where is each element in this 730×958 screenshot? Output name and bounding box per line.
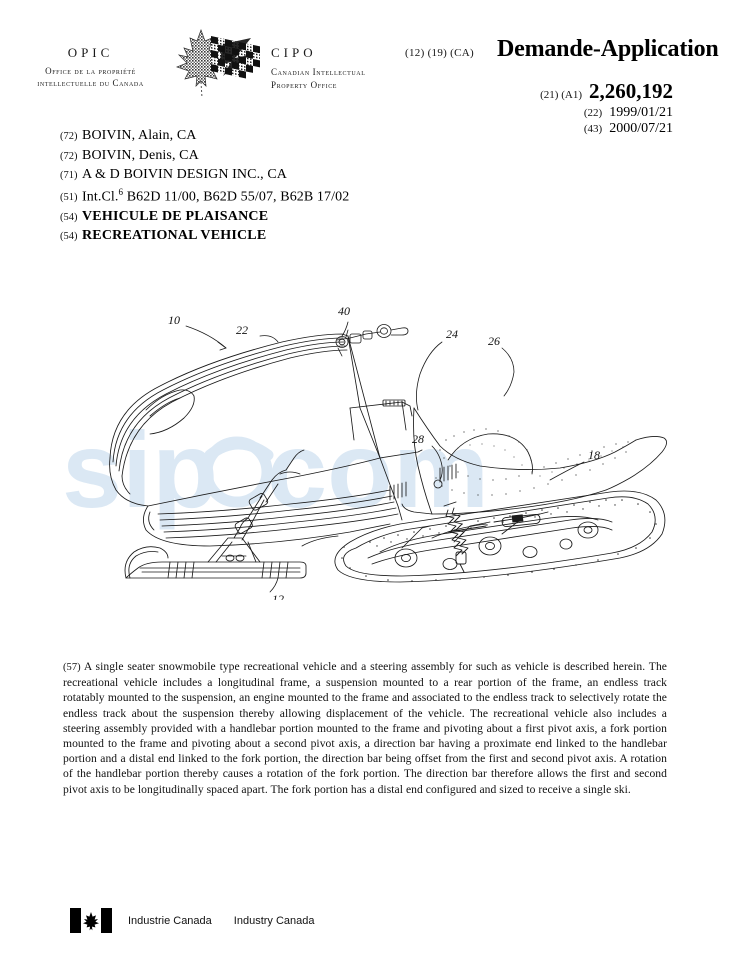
maple-leaf-checkered-flag-logo	[165, 24, 275, 104]
abstract-text: A single seater snowmobile type recreati…	[63, 660, 667, 796]
filing-date-code: (22)	[583, 106, 603, 119]
ipc-classification: Int.Cl.6 B62D 11/00, B62D 55/07, B62B 17…	[82, 187, 349, 206]
application-number-row: (21) (A1) 2,260,192	[540, 79, 673, 104]
filing-date-row: (22) 1999/01/21	[540, 105, 673, 121]
ref-numeral-26: 26	[488, 334, 500, 348]
filing-date-value: 1999/01/21	[609, 104, 673, 120]
title-french-row: (54) VEHICULE DE PLAISANCE	[60, 209, 660, 225]
ipc-prefix: Int.Cl.	[82, 189, 119, 205]
opic-name-line1: Office de la propriété	[45, 65, 136, 76]
application-number-value: 2,260,192	[589, 79, 673, 103]
inventor-row-2: (72) BOIVIN, Denis, CA	[60, 148, 660, 164]
publication-date-row: (43) 2000/07/21	[540, 121, 673, 137]
title-english-code: (54)	[60, 231, 78, 243]
ref-numeral-12: 12	[272, 592, 284, 600]
document-type-title: Demande-Application	[497, 36, 719, 62]
cipo-acronym: CIPO	[271, 45, 317, 60]
ref-numeral-28: 28	[412, 432, 424, 446]
publication-date-code: (43)	[583, 123, 603, 136]
ref-numeral-18: 18	[588, 448, 600, 462]
application-number-code: (21) (A1)	[540, 89, 582, 101]
applicant-code: (71)	[60, 170, 78, 181]
snowmobile-recreational-vehicle-figure: 10 22 40 24 26 28 18 12	[50, 290, 690, 606]
abstract-code: (57)	[63, 662, 81, 673]
footer-label-english: Industry Canada	[233, 914, 315, 927]
abstract-paragraph: (57) A single seater snowmobile type rec…	[63, 659, 667, 797]
document-footer: Industrie Canada Industry Canada	[70, 908, 315, 933]
publication-date-value: 2000/07/21	[609, 121, 673, 137]
ref-numeral-40: 40	[338, 304, 350, 318]
opic-agency-block: OPIC Office de la propriété intellectuel…	[8, 44, 173, 89]
canadian-flag-icon	[70, 908, 112, 933]
cipo-name-line1: Canadian Intellectual	[271, 66, 366, 77]
inventor-name-2: BOIVIN, Denis, CA	[82, 147, 199, 163]
ipc-edition-superscript: 6	[118, 186, 124, 197]
ipc-code: (51)	[60, 192, 78, 204]
inventor-code-1: (72)	[60, 131, 78, 142]
ipc-classes: B62D 11/00, B62D 55/07, B62B 17/02	[123, 189, 350, 205]
cipo-agency-block: CIPO Canadian Intellectual Property Offi…	[271, 44, 446, 92]
opic-name-line2: intellectuelle du Canada	[37, 77, 144, 88]
inventor-row-1: (72) BOIVIN, Alain, CA	[60, 128, 660, 144]
applicant-name: A & D BOIVIN DESIGN INC., CA	[82, 167, 288, 182]
bibliographic-data: (72) BOIVIN, Alain, CA (72) BOIVIN, Deni…	[60, 128, 660, 248]
footer-label-french: Industrie Canada	[128, 914, 212, 927]
identification-numbers: (21) (A1) 2,260,192 (22) 1999/01/21 (43)…	[540, 79, 673, 137]
ipc-classification-row: (51) Int.Cl.6 B62D 11/00, B62D 55/07, B6…	[60, 187, 660, 206]
title-french-code: (54)	[60, 211, 78, 223]
title-french: VEHICULE DE PLAISANCE	[82, 208, 269, 224]
kind-code-group: (12) (19) (CA)	[405, 47, 474, 59]
title-english-row: (54) RECREATIONAL VEHICLE	[60, 228, 660, 244]
ref-numeral-10: 10	[168, 313, 180, 327]
inventor-code-2: (72)	[60, 150, 78, 162]
opic-acronym: OPIC	[67, 45, 114, 60]
title-english: RECREATIONAL VEHICLE	[82, 228, 267, 244]
cipo-name-line2: Property Office	[271, 79, 338, 90]
applicant-row: (71) A & D BOIVIN DESIGN INC., CA	[60, 167, 660, 183]
inventor-name-1: BOIVIN, Alain, CA	[82, 128, 197, 143]
document-header: OPIC Office de la propriété intellectuel…	[0, 14, 730, 136]
ref-numeral-22: 22	[236, 323, 248, 337]
ref-numeral-24: 24	[446, 327, 458, 341]
